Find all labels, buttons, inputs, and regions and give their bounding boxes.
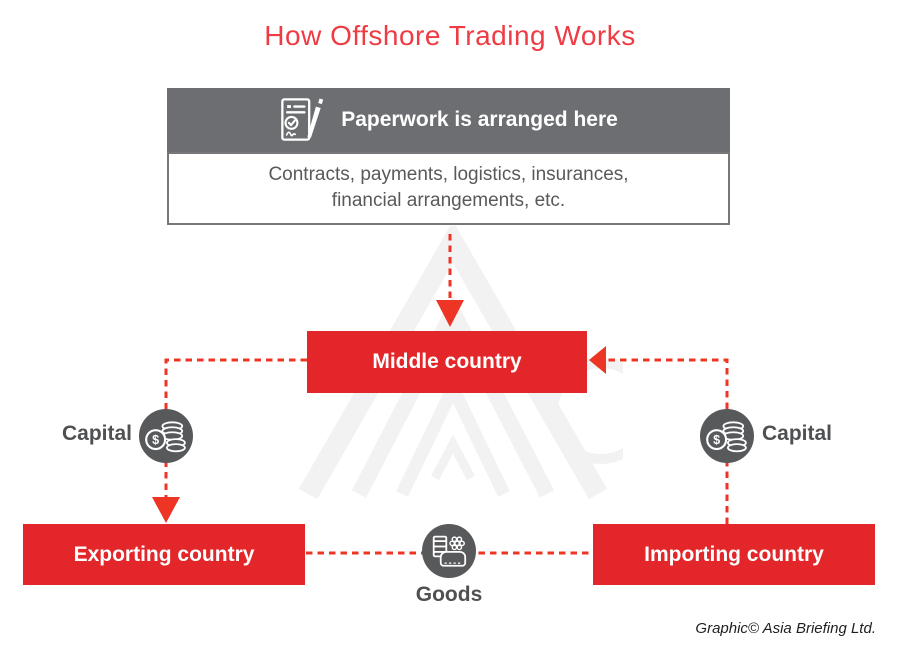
arrowhead-left-to-middle [589,346,606,374]
paperwork-body-line1: Contracts, payments, logistics, insuranc… [268,164,629,185]
node-middle-country: Middle country [307,331,587,393]
node-exporting-country: Exporting country [23,524,305,585]
capital-right-label: Capital [762,422,833,445]
paperwork-body-line2: financial arrangements, etc. [331,189,566,211]
cargo-goods-icon [422,524,476,578]
arrowhead-down-to-middle [436,300,464,327]
coins-icon: $ [700,409,754,463]
node-exporting-country-label: Exporting country [73,542,255,566]
svg-text:$: $ [152,433,159,447]
page-title: How Offshore Trading Works [264,20,636,51]
paperwork-box-body: Contracts, payments, logistics, insuranc… [167,152,730,226]
capital-left-label: Capital [61,422,132,445]
node-importing-country-label: Importing country [644,542,824,566]
goods-label: Goods [415,583,483,606]
node-importing-country: Importing country [593,524,875,585]
paperwork-header-label: Paperwork is arranged here [341,108,618,131]
coins-icon: $ [139,409,193,463]
arrowhead-down-to-exporting [152,497,180,523]
node-middle-country-label: Middle country [372,350,522,373]
svg-text:$: $ [713,433,720,447]
arrow-importing-to-middle-line [607,358,729,524]
paperwork-box-header: Paperwork is arranged here [167,88,730,152]
paperwork-box: Paperwork is arranged here Contracts, pa… [167,88,730,226]
graphic-credit: Graphic© Asia Briefing Ltd. [695,620,876,637]
document-signing-icon [281,98,324,141]
